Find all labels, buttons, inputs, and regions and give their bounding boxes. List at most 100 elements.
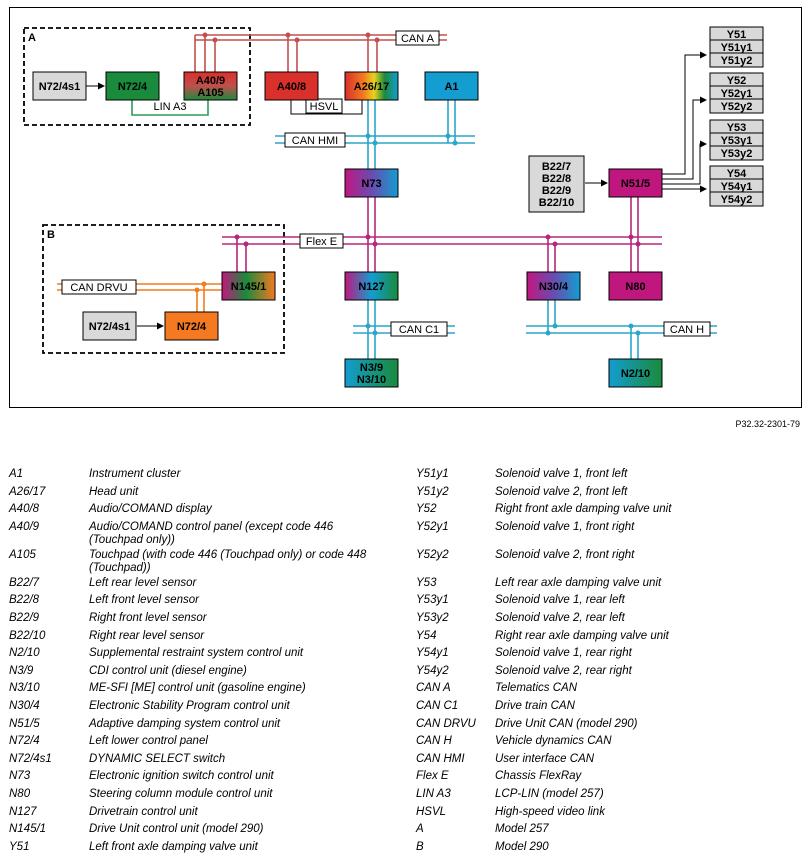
node-label-line-3: B22/9 <box>542 185 571 197</box>
legend-description: Drivetrain control unit <box>89 805 198 818</box>
legend-code: B22/9 <box>9 611 40 624</box>
node-label-line-2: B22/8 <box>542 173 571 185</box>
can-c1-label: CAN C1 <box>399 324 439 336</box>
legend-code: N127 <box>9 805 37 818</box>
legend-code: CAN A <box>416 682 451 695</box>
figure-reference-code: P32.32-2301-79 <box>735 419 800 429</box>
legend-row: CAN DRVU Drive Unit CAN (model 290) <box>416 718 806 736</box>
legend-description: Instrument cluster <box>89 468 181 480</box>
legend-description: Adaptive damping system control unit <box>89 717 281 730</box>
node-n72-4-b[interactable]: N72/4 <box>164 311 219 341</box>
node-label: N30/4 <box>539 281 569 293</box>
node-label-line-3: Y54y2 <box>721 194 753 206</box>
legend-code: Y51y2 <box>416 485 449 498</box>
legend-code: Y53 <box>416 576 437 589</box>
node-label: N72/4s1 <box>39 81 81 93</box>
node-a40-8[interactable]: A40/8 <box>264 71 319 101</box>
node-y52[interactable]: Y52 Y52y1 Y52y2 <box>709 72 764 114</box>
legend-code: N73 <box>9 770 31 783</box>
legend-description: Drive Unit control unit (model 290) <box>89 823 264 836</box>
legend-description: Solenoid valve 2, front right <box>495 548 635 561</box>
legend-description: Right front level sensor <box>89 611 207 624</box>
node-n2-10[interactable]: N2/10 <box>608 358 663 388</box>
node-label-line-1: Y54 <box>727 168 747 180</box>
arrows-n51-5-to-valves <box>662 51 707 193</box>
node-label: N72/4 <box>118 81 148 93</box>
node-y51[interactable]: Y51 Y51y1 Y51y2 <box>709 26 764 68</box>
legend-code: HSVL <box>416 805 447 818</box>
node-n51-5[interactable]: N51/5 <box>608 168 663 198</box>
legend-description: Electronic Stability Program control uni… <box>89 699 290 712</box>
can-hmi-junctions <box>365 133 458 146</box>
legend-code: N51/5 <box>9 717 40 730</box>
legend-description: Right front axle damping valve unit <box>495 503 672 516</box>
legend-description: LCP-LIN (model 257) <box>495 787 604 800</box>
legend-code: CAN DRVU <box>416 717 476 730</box>
legend-description: Drive Unit CAN (model 290) <box>495 717 638 730</box>
legend-description: ME-SFI [ME] control unit (gasoline engin… <box>89 682 306 695</box>
legend-description: Left front axle damping valve unit <box>89 840 258 853</box>
legend-row: A40/8 Audio/COMAND display <box>9 503 389 521</box>
legend-code: A <box>416 823 424 836</box>
node-n127[interactable]: N127 <box>344 271 399 301</box>
node-n72-4s1-a[interactable]: N72/4s1 <box>32 71 87 101</box>
node-n72-4s1-b[interactable]: N72/4s1 <box>82 311 137 341</box>
legend-description: Vehicle dynamics CAN <box>495 735 612 748</box>
flex-e-bus <box>222 196 662 272</box>
node-n72-4-a[interactable]: N72/4 <box>105 71 160 101</box>
legend-code: A26/17 <box>9 485 46 498</box>
legend-code: Y51 <box>9 840 30 853</box>
legend-row: A26/17 Head unit <box>9 486 389 504</box>
legend-description: Solenoid valve 1, front right <box>495 520 635 533</box>
legend-code: Y54y2 <box>416 664 449 677</box>
node-label-line-1: Y51 <box>727 29 747 41</box>
node-label: N2/10 <box>621 368 650 380</box>
node-label-line-2: Y51y1 <box>721 42 753 54</box>
lin-a3-label: LIN A3 <box>153 101 186 113</box>
node-a26-17[interactable]: A26/17 <box>344 71 399 101</box>
node-b22-group[interactable]: B22/7 B22/8 B22/9 B22/10 <box>528 155 585 213</box>
node-label: A1 <box>444 81 458 93</box>
can-h-label: CAN H <box>670 324 704 336</box>
node-a1[interactable]: A1 <box>424 71 479 101</box>
node-n80[interactable]: N80 <box>608 271 663 301</box>
legend-description: Solenoid valve 1, rear left <box>495 594 625 607</box>
node-n73[interactable]: N73 <box>344 168 399 198</box>
legend-description: Audio/COMAND control panel (except code … <box>89 520 334 546</box>
legend-row: N51/5 Adaptive damping system control uni… <box>9 718 389 736</box>
legend-description: Head unit <box>89 485 139 498</box>
legend-description: User interface CAN <box>495 752 595 765</box>
node-label-line-3: Y53y2 <box>721 148 753 160</box>
legend-code: A40/8 <box>9 503 40 516</box>
node-label-line-1: B22/7 <box>542 161 571 173</box>
can-c1-junctions <box>365 323 378 336</box>
node-label-line-2: Y52y1 <box>721 88 753 100</box>
legend-description: Audio/COMAND display <box>89 503 212 516</box>
node-y54[interactable]: Y54 Y54y1 Y54y2 <box>709 165 764 207</box>
node-n145-1[interactable]: N145/1 <box>221 271 276 301</box>
node-n30-4[interactable]: N30/4 <box>526 271 581 301</box>
node-label-line-1: N3/9 <box>360 362 383 374</box>
hsvl-label-box <box>305 98 343 114</box>
legend-code: Y53y1 <box>416 594 449 607</box>
node-a40-9[interactable]: A40/9 A105 <box>183 71 238 101</box>
node-y53[interactable]: Y53 Y53y1 Y53y2 <box>709 119 764 161</box>
legend-description: Left rear level sensor <box>89 576 197 589</box>
node-n3[interactable]: N3/9 N3/10 <box>344 358 399 388</box>
legend-description: Model 257 <box>495 823 549 836</box>
legend-description: Electronic ignition switch control unit <box>89 770 274 783</box>
